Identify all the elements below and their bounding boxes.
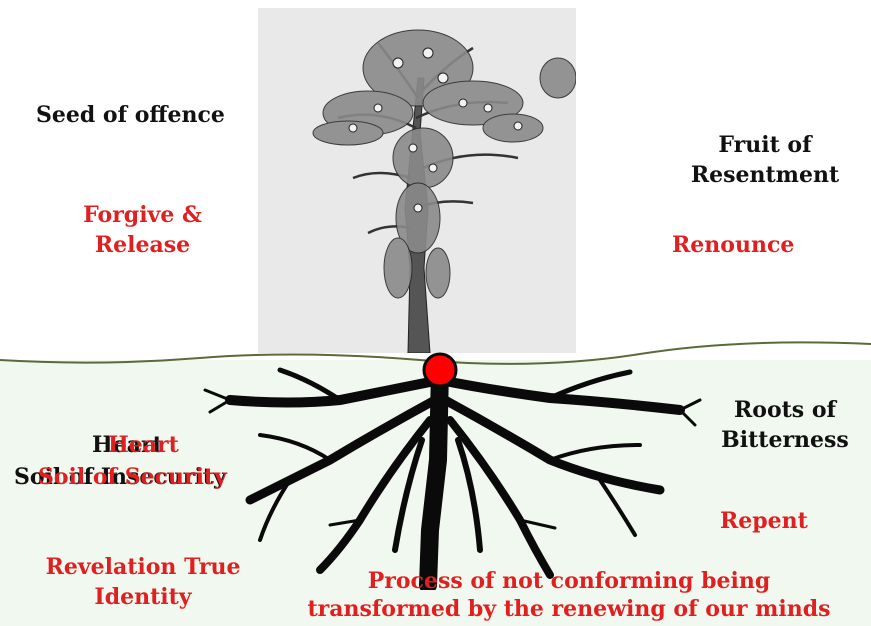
label-process-line2: transformed by the renewing of our minds [307,596,831,622]
tree-fruit [348,47,523,213]
label-soil-of-insecurity: Soil of Insecurity [14,464,226,490]
label-heart-black: Heart [92,432,163,458]
label-revelation-true-identity: Revelation True Identity [45,554,241,610]
ground-line [0,341,871,365]
tree-illustration [312,29,576,353]
label-roots-of-bitterness: Roots of Bitterness [721,397,849,453]
label-soil-of-security: Soil of Security [38,464,227,490]
heart-dot [422,352,458,388]
label-renounce: Renounce [672,232,795,258]
label-fruit-of-resentment: Fruit of Resentment [690,132,840,188]
label-process-line1: Process of not conforming being [367,568,771,594]
label-heart-red: Heart [108,432,179,458]
label-forgive-release: Forgive & Release [83,202,202,258]
root-system [203,361,702,590]
label-repent: Repent [720,508,808,534]
tree-foliage [312,29,576,299]
label-seed-of-offence: Seed of offence [36,102,225,128]
roots-illustration [203,352,702,590]
